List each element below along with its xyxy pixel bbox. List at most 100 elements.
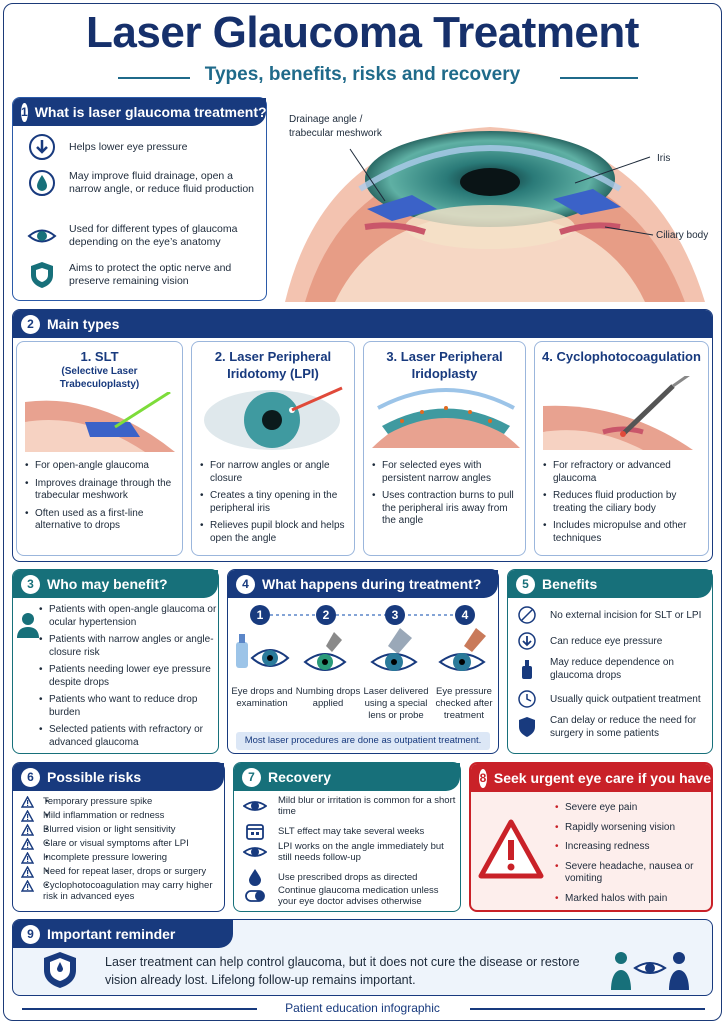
risk-item: Glare or visual symptoms after LPI — [43, 838, 225, 849]
bottle-icon — [516, 658, 538, 680]
step-number: 3 — [385, 605, 405, 625]
numbing-drops-icon — [303, 632, 347, 671]
eye-drops-icon — [236, 634, 290, 668]
eye-icon — [242, 841, 268, 863]
warning-icon — [21, 866, 34, 878]
footer-caption: Patient education infographic — [285, 1001, 440, 1015]
type-list: For refractory or advanced glaucoma Redu… — [541, 460, 706, 550]
benefit-item: No external incision for SLT or LPI — [550, 609, 702, 621]
type-title: 2. Laser Peripheral Iridotomy (LPI) — [214, 349, 332, 381]
recovery-item: SLT effect may take several weeks — [278, 825, 425, 837]
label-trabecular-meshwork: trabecular meshwork — [289, 128, 382, 139]
benefit-item: Usually quick outpatient treatment — [550, 693, 701, 705]
section-title: Important reminder — [47, 926, 176, 942]
benefit-item: May reduce dependence on glaucoma drops — [550, 657, 674, 681]
type-item: Reduces fluid production by treating the… — [541, 490, 706, 515]
slt-illustration — [25, 392, 175, 452]
section-title: Main types — [47, 316, 120, 332]
section-number: 5 — [516, 574, 535, 594]
laser-probe-icon — [370, 628, 418, 671]
risk-item: Cyclophotocoagulation may carry higher r… — [43, 880, 225, 902]
down-arrow-icon — [516, 630, 538, 652]
reminder-text: Laser treatment can help control glaucom… — [105, 955, 580, 987]
section-number: 8 — [479, 768, 487, 788]
urgent-item: Severe eye pain — [553, 802, 708, 815]
page-title: Laser Glaucoma Treatment — [86, 8, 639, 57]
clock-icon — [516, 688, 538, 710]
eye-icon — [27, 221, 57, 251]
risk-item: Incomplete pressure lowering — [43, 852, 225, 863]
urgent-item: Rapidly worsening vision — [553, 822, 708, 835]
section-number: 6 — [21, 767, 40, 787]
warning-icon — [21, 824, 34, 836]
label-ciliary-body: Ciliary body — [656, 230, 709, 241]
section-types-header: 2 Main types — [13, 310, 712, 338]
risk-item: Temporary pressure spike — [43, 796, 225, 807]
footer-rule-left — [22, 1008, 257, 1010]
warning-icon — [478, 819, 544, 879]
section-title: Who may benefit? — [47, 576, 168, 592]
cyclophoto-illustration — [543, 376, 693, 450]
warning-icon — [21, 810, 34, 822]
warning-icon — [21, 852, 34, 864]
type-card-iridoplasty: 3. Laser Peripheral Iridoplasty For sele… — [363, 341, 526, 556]
section-number: 4 — [236, 574, 255, 594]
urgent-item: Marked halos with pain — [553, 893, 708, 906]
who-item: Selected patients with refractory or adv… — [37, 724, 217, 749]
risk-item: Mild inflammation or redness — [43, 810, 225, 821]
section-number: 7 — [242, 767, 261, 787]
section-urgent-header: 8 Seek urgent eye care if you have — [471, 764, 711, 792]
step-number: 2 — [316, 605, 336, 625]
tonometer-icon — [438, 628, 486, 671]
section-title: Seek urgent eye care if you have — [493, 770, 711, 786]
page-frame — [3, 3, 722, 1021]
type-item: For open-angle glaucoma — [23, 460, 178, 473]
eye-icon — [242, 795, 268, 817]
section-title: Recovery — [268, 769, 332, 785]
shield-icon — [44, 952, 76, 988]
recovery-item: Use prescribed drops as directed — [278, 871, 418, 883]
section-urgent-care: 8 Seek urgent eye care if you have Severe… — [469, 762, 713, 912]
urgent-item: Severe headache, nausea or vomiting — [553, 861, 708, 886]
calendar-icon — [242, 820, 268, 842]
type-item: For refractory or advanced glaucoma — [541, 460, 706, 485]
step-label: Eye pressure checked after treatment — [435, 686, 493, 721]
type-item: Improves drainage through the trabecular… — [23, 478, 178, 503]
section-title: Possible risks — [47, 769, 142, 785]
type-list: For open-angle glaucoma Improves drainag… — [23, 460, 178, 538]
section-title: What happens during treatment? — [262, 576, 482, 592]
what-item: May improve fluid drainage, open a narro… — [69, 170, 255, 195]
step-number: 4 — [455, 605, 475, 625]
shield-icon — [516, 716, 538, 738]
type-subtitle: (Selective Laser Trabeculoplasty) — [59, 366, 140, 390]
urgent-list: Severe eye pain Rapidly worsening vision… — [553, 802, 708, 912]
who-item: Patients who want to reduce drop burden — [37, 694, 217, 719]
lpi-illustration — [204, 386, 343, 450]
warning-icon — [21, 880, 34, 892]
drop-icon — [242, 866, 268, 888]
section-risks: 6 Possible risks Temporary pressure spike… — [12, 762, 225, 912]
section-who-header: 3 Who may benefit? — [13, 570, 218, 598]
recovery-item: Continue glaucoma medication unless your… — [278, 885, 439, 907]
step-label: Eye drops and examination — [231, 686, 293, 709]
risk-item: Blurred vision or light sensitivity — [43, 824, 225, 835]
label-iris: Iris — [657, 153, 671, 164]
warning-icon — [21, 838, 34, 850]
section-number: 3 — [21, 574, 40, 594]
type-title: 4. Cyclophotocoagulation — [542, 349, 701, 364]
page-subtitle: Types, benefits, risks and recovery — [204, 64, 521, 85]
type-title: 1. SLT — [80, 349, 119, 364]
iridoplasty-illustration — [372, 388, 520, 448]
steps-connector — [258, 614, 468, 616]
subtitle-rule-right — [560, 77, 638, 79]
type-card-cyclophotocoagulation: 4. Cyclophotocoagulation For refractory … — [534, 341, 709, 556]
type-item: Includes micropulse and other techniques — [541, 520, 706, 545]
type-item: For narrow angles or angle closure — [198, 460, 350, 485]
section-number: 2 — [21, 314, 40, 334]
type-card-lpi: 2. Laser Peripheral Iridotomy (LPI) For … — [191, 341, 355, 556]
